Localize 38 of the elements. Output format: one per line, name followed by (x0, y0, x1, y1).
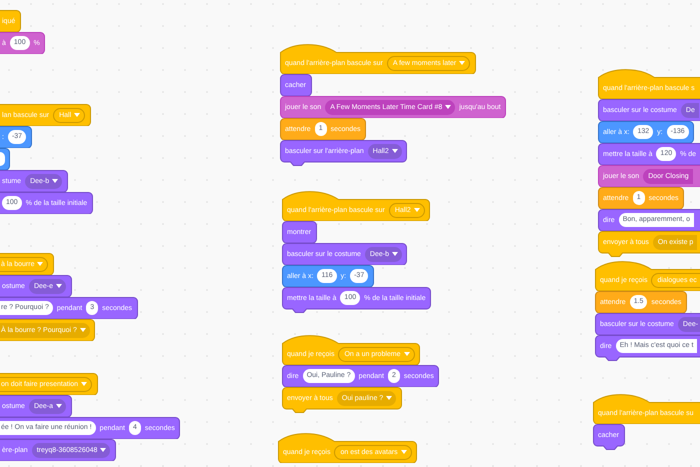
event-hat-block (0, 253, 54, 275)
sound-block (598, 165, 700, 187)
looks-block (282, 365, 439, 387)
event-hat-block (0, 10, 21, 32)
looks-block (598, 143, 700, 165)
looks-block (282, 243, 407, 265)
looks-block (282, 221, 317, 243)
looks-block (598, 99, 700, 121)
motion-block (282, 265, 374, 287)
control-block (598, 187, 684, 209)
event-hat-block (282, 190, 430, 221)
looks-block (593, 424, 625, 450)
event-hat-block (593, 393, 700, 424)
looks-block (280, 74, 312, 96)
motion-block (0, 148, 10, 170)
event-hat-block (598, 68, 700, 99)
motion-block (0, 126, 32, 148)
looks-block (598, 209, 700, 231)
looks-block (0, 297, 138, 319)
motion-block (598, 121, 694, 143)
looks-block (0, 395, 72, 417)
looks-block (0, 417, 180, 439)
event-hat-block (280, 43, 476, 74)
event-hat-block (595, 260, 700, 291)
sound-block (0, 32, 45, 54)
looks-block (595, 313, 700, 335)
event-block (0, 319, 95, 341)
event-hat-block (278, 432, 417, 463)
control-block (280, 118, 366, 140)
event-hat-block (282, 334, 420, 365)
looks-block (0, 275, 72, 297)
event-hat-block (0, 373, 98, 395)
control-block (595, 291, 687, 313)
looks-block (0, 170, 68, 192)
event-hat-block (0, 104, 91, 126)
looks-block (0, 439, 116, 461)
sound-block (280, 96, 506, 118)
looks-block (0, 192, 93, 214)
